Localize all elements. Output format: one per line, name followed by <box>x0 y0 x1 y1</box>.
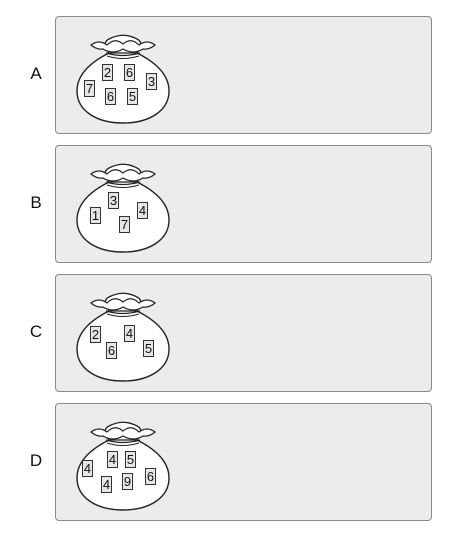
number-tag: 7 <box>84 80 95 97</box>
number-tag: 5 <box>143 340 154 357</box>
number-tag: 6 <box>124 64 135 81</box>
money-bag-icon <box>76 34 170 124</box>
number-tag: 6 <box>105 88 116 105</box>
option-c[interactable]: C 2 6 4 5 <box>0 274 467 394</box>
number-tag: 5 <box>125 451 136 468</box>
option-a[interactable]: A 7 2 6 3 6 5 <box>0 16 467 136</box>
number-tag: 3 <box>108 192 119 209</box>
number-tag: 4 <box>82 460 93 477</box>
number-tag: 4 <box>124 325 135 342</box>
number-tag: 2 <box>102 64 113 81</box>
number-tag: 6 <box>106 342 117 359</box>
number-tag: 2 <box>90 326 101 343</box>
money-bag-icon <box>76 163 170 253</box>
number-tag: 9 <box>122 473 133 490</box>
option-b[interactable]: B 1 3 7 4 <box>0 145 467 265</box>
number-tag: 6 <box>145 468 156 485</box>
number-tag: 5 <box>127 88 138 105</box>
number-tag: 7 <box>119 216 130 233</box>
number-tag: 1 <box>90 207 101 224</box>
number-tag: 4 <box>137 202 148 219</box>
option-label: B <box>30 193 42 212</box>
option-d[interactable]: D 4 4 4 5 9 6 <box>0 403 467 523</box>
number-tag: 3 <box>146 73 157 90</box>
option-label: D <box>29 451 43 470</box>
number-tag: 4 <box>101 476 112 493</box>
number-tag: 4 <box>107 451 118 468</box>
option-label: C <box>29 322 43 341</box>
option-label: A <box>30 64 42 83</box>
money-bag-icon <box>76 292 170 382</box>
